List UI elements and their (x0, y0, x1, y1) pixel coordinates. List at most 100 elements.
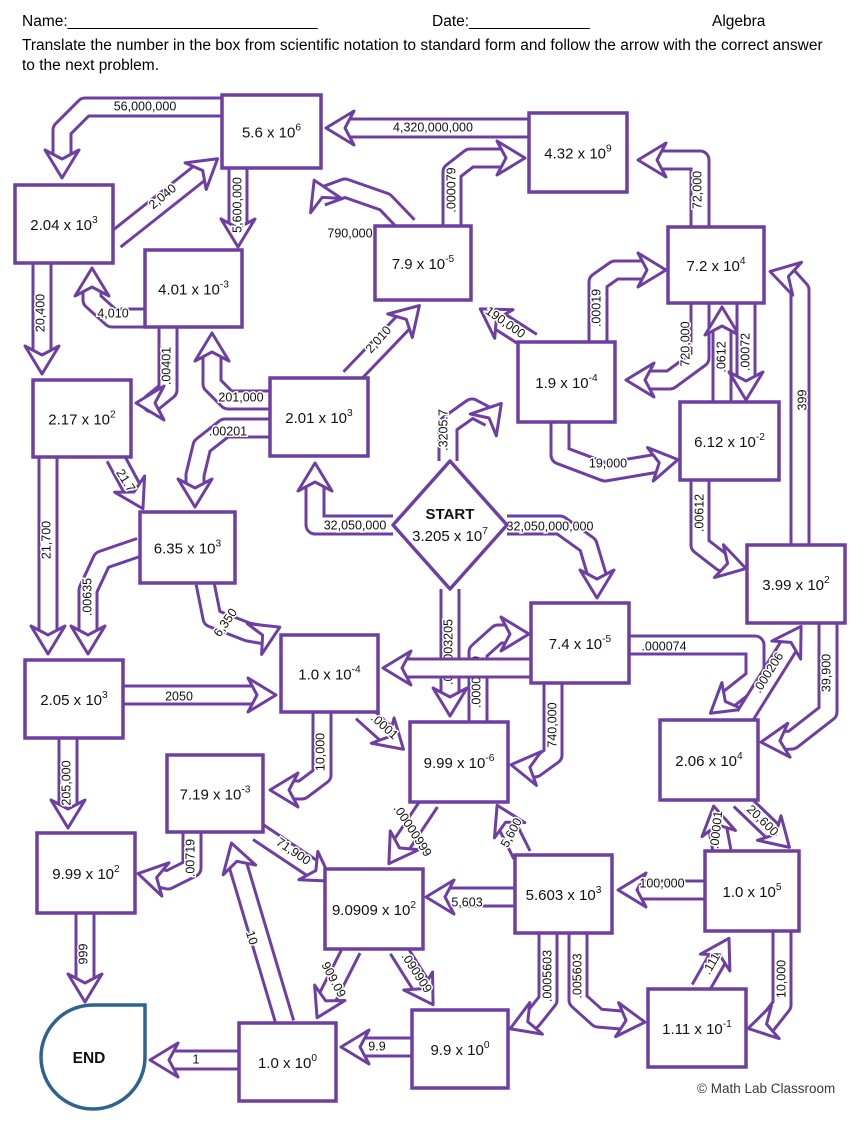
arrow-label: 999 (76, 944, 90, 965)
box-value: 7.2 x 104 (686, 256, 745, 275)
box-value: 2.04 x 103 (30, 215, 98, 234)
copyright-credit: © Math Lab Classroom (697, 1081, 836, 1096)
arrowhead-icon (770, 624, 803, 661)
box-value: 6.35 x 103 (154, 539, 222, 558)
arrowhead-icon (636, 251, 668, 289)
box-value: 3.205 x 107 (412, 526, 488, 545)
arrowhead-icon (468, 401, 503, 438)
maze-arrow-2050-27: 2050 (123, 676, 278, 714)
maze-arrow-.00019-9: .00019 (587, 251, 668, 342)
box-value: 7.19 x 10-3 (180, 785, 251, 804)
maze-box-8: 1.9 x 10-4 (516, 340, 617, 424)
arrowhead-icon (708, 681, 745, 715)
course-title: Algebra (712, 13, 766, 30)
box-value: 1.0 x 105 (722, 882, 781, 901)
maze-arrow-.3205.7-16: .3205.7 (435, 397, 503, 461)
arrowhead-icon (219, 217, 257, 249)
box-value: 5.603 x 103 (526, 885, 602, 904)
arrow-label: 399 (795, 390, 809, 411)
maze-arrow-20,400-53: 20,400 (23, 263, 61, 376)
box-value: 2.05 x 103 (40, 690, 108, 709)
maze-arrow-21.7-23: 21.7 (105, 452, 147, 511)
arrowhead-icon (508, 1001, 544, 1036)
maze-box-13: 1.0 x 10-4 (279, 633, 380, 714)
maze-box-7: 2.01 x 103 (268, 376, 370, 458)
arrowhead-icon (746, 1004, 781, 1041)
end-label: END (73, 1050, 106, 1067)
arrow-label: .00719 (183, 839, 197, 877)
arrowhead-icon (43, 148, 81, 180)
maze-box-15: 2.06 x 104 (658, 718, 760, 802)
box-value: 2.01 x 103 (285, 408, 353, 427)
arrowhead-icon (148, 1041, 180, 1079)
arrow-label: .00201 (209, 424, 247, 438)
maze-box-24: 1.11 x 10-1 (646, 987, 748, 1069)
maze-box-9: 6.12 x 10-2 (678, 400, 781, 482)
arrowhead-icon (246, 676, 278, 714)
arrowhead-icon (381, 649, 413, 687)
box-value: 9.9 x 100 (430, 1040, 489, 1059)
arrow-label: 32,050,000,000 (507, 519, 594, 533)
maze-box-1: 4.32 x 109 (527, 111, 629, 194)
maze-arrow-.00072-12: .00072 (727, 303, 765, 402)
box-value: 2.17 x 102 (48, 410, 116, 429)
arrowhead-icon (495, 139, 527, 177)
maze-arrow-.0001-29: .0001 (354, 704, 405, 751)
box-value: 1.11 x 10-1 (662, 1019, 732, 1038)
arrow-label: 5,603 (451, 895, 482, 909)
arrowhead-icon (66, 972, 104, 1004)
arrow-label: .00001 (707, 810, 725, 850)
box-value: 9.99 x 102 (52, 864, 120, 883)
arrowhead-icon (324, 109, 356, 147)
box-value: 2.06 x 104 (675, 751, 743, 770)
maze-arrow-72,000-6: 72,000 (636, 141, 711, 227)
box-value: 9.0909 x 102 (332, 900, 416, 919)
date-field: Date:______________ (432, 13, 590, 31)
arrowhead-icon (296, 461, 334, 493)
arrow-label: 4,010 (97, 306, 128, 320)
box-value: 4.32 x 109 (544, 144, 612, 163)
arrow-label: .00072 (738, 333, 752, 371)
arrow-label: 740,000 (545, 702, 559, 747)
arrowhead-icon (193, 331, 231, 363)
maze-arrow-720,000-10: 720,000 (624, 303, 711, 399)
arrowhead-icon (759, 721, 792, 759)
arrow-label: 100,000 (639, 876, 684, 890)
arrowhead-icon (424, 878, 456, 916)
arrowhead-icon (712, 543, 748, 580)
arrowhead-icon (614, 1001, 647, 1039)
arrow-label: 32,050,000 (324, 518, 387, 532)
box-value: 9.99 x 10-6 (424, 753, 495, 772)
arrow-label: 10 (243, 929, 261, 947)
maze-arrow-.111-48: .111 (690, 936, 732, 995)
maze-arrow-.090909-36: .090909 (389, 943, 436, 1007)
arrow-label: 201,000 (218, 390, 263, 404)
maze-arrow-.0612-11: .0612 (703, 305, 741, 402)
maze-arrow-5,600,000-2: 5,600,000 (219, 168, 257, 249)
arrowhead-icon (221, 841, 258, 877)
maze-arrow-6,350-26: 6,350 (194, 580, 282, 656)
arrowhead-icon (624, 361, 656, 399)
arrowhead-icon (703, 305, 741, 337)
maze-arrow-999-34: 999 (66, 912, 104, 1004)
arrow-label: .0005603 (540, 950, 554, 1002)
arrow-label: 5,600,000 (230, 177, 244, 233)
maze-arrow-1-51: 1 (148, 1041, 239, 1079)
arrow-label: 56,000,000 (114, 99, 177, 113)
arrow-label: .3205.7 (436, 409, 450, 451)
arrowhead-icon (499, 615, 531, 653)
maze-arrow-.00635-25: .00635 (69, 537, 144, 656)
maze-arrow-190,000-8: 190,000 (478, 302, 538, 351)
arrow-label: 1 (193, 1052, 200, 1066)
arrow-label: 205,000 (59, 760, 73, 805)
maze-arrow-4,320,000,000-3: 4,320,000,000 (324, 109, 529, 147)
arrowhead-icon (73, 266, 111, 298)
arrowhead-icon (23, 344, 61, 376)
arrow-label: 21,700 (39, 521, 53, 559)
arrowhead-icon (509, 750, 543, 787)
maze-box-12: 2.05 x 103 (23, 658, 125, 740)
arrowhead-icon (386, 304, 421, 340)
box-value: 7.4 x 10-5 (549, 634, 612, 653)
box-value: 1.0 x 100 (258, 1053, 317, 1072)
